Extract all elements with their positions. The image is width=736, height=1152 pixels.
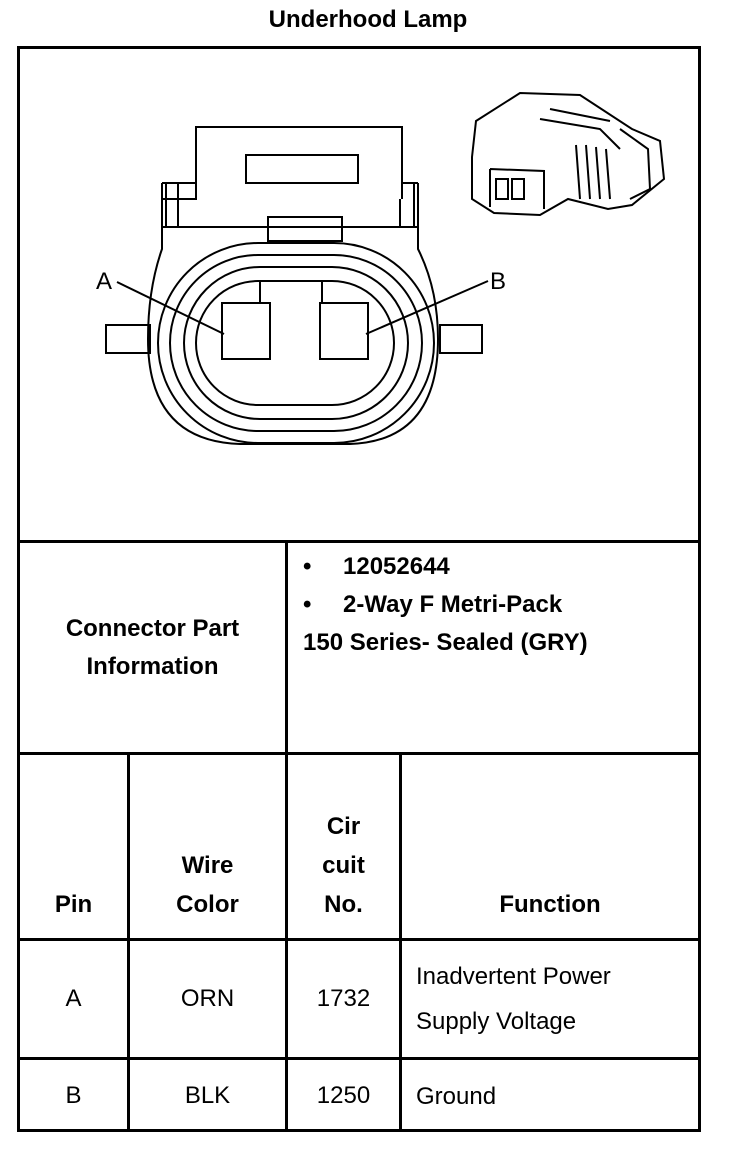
pin-b-label: B <box>490 268 506 295</box>
divider <box>17 752 701 755</box>
part-number: 12052644 <box>343 553 450 580</box>
connector-part-label: Connector Part Information <box>20 543 285 752</box>
divider <box>17 938 701 941</box>
page-title: Underhood Lamp <box>268 6 468 33</box>
connector-label-line2: Information <box>86 652 219 680</box>
connector-type: 2-Way F Metri-Pack <box>343 591 563 618</box>
table-row-a-wire-color: ORN <box>180 985 235 1012</box>
list-item: • 12052644 <box>303 548 698 586</box>
header-function: Function <box>499 891 601 918</box>
bullet: • <box>303 591 312 618</box>
table-row-b-circuit: 1250 <box>316 1082 371 1109</box>
table-row-a-pin: A <box>65 985 82 1012</box>
divider <box>127 752 130 1132</box>
table-row-b-wire-color: BLK <box>184 1082 231 1109</box>
table-row-b-function: Ground <box>416 1082 497 1110</box>
table-row-b-pin: B <box>65 1082 82 1109</box>
list-item: • 2-Way F Metri-Pack <box>303 586 698 624</box>
divider <box>399 752 402 1132</box>
bullet: • <box>303 553 312 580</box>
table-row-a-circuit: 1732 <box>316 985 371 1012</box>
connector-series: 150 Series- Sealed (GRY) <box>303 629 588 656</box>
connector-label-line1: Connector Part <box>65 614 240 642</box>
header-pin: Pin <box>54 891 93 918</box>
divider <box>17 1057 701 1060</box>
pin-a-label: A <box>96 268 112 295</box>
connector-diagram: A B <box>20 49 698 540</box>
connector-part-info: • 12052644 • 2-Way F Metri-Pack 150 Seri… <box>303 548 698 662</box>
divider <box>17 540 701 543</box>
divider <box>285 540 288 1132</box>
connector-table-frame <box>17 46 701 1132</box>
